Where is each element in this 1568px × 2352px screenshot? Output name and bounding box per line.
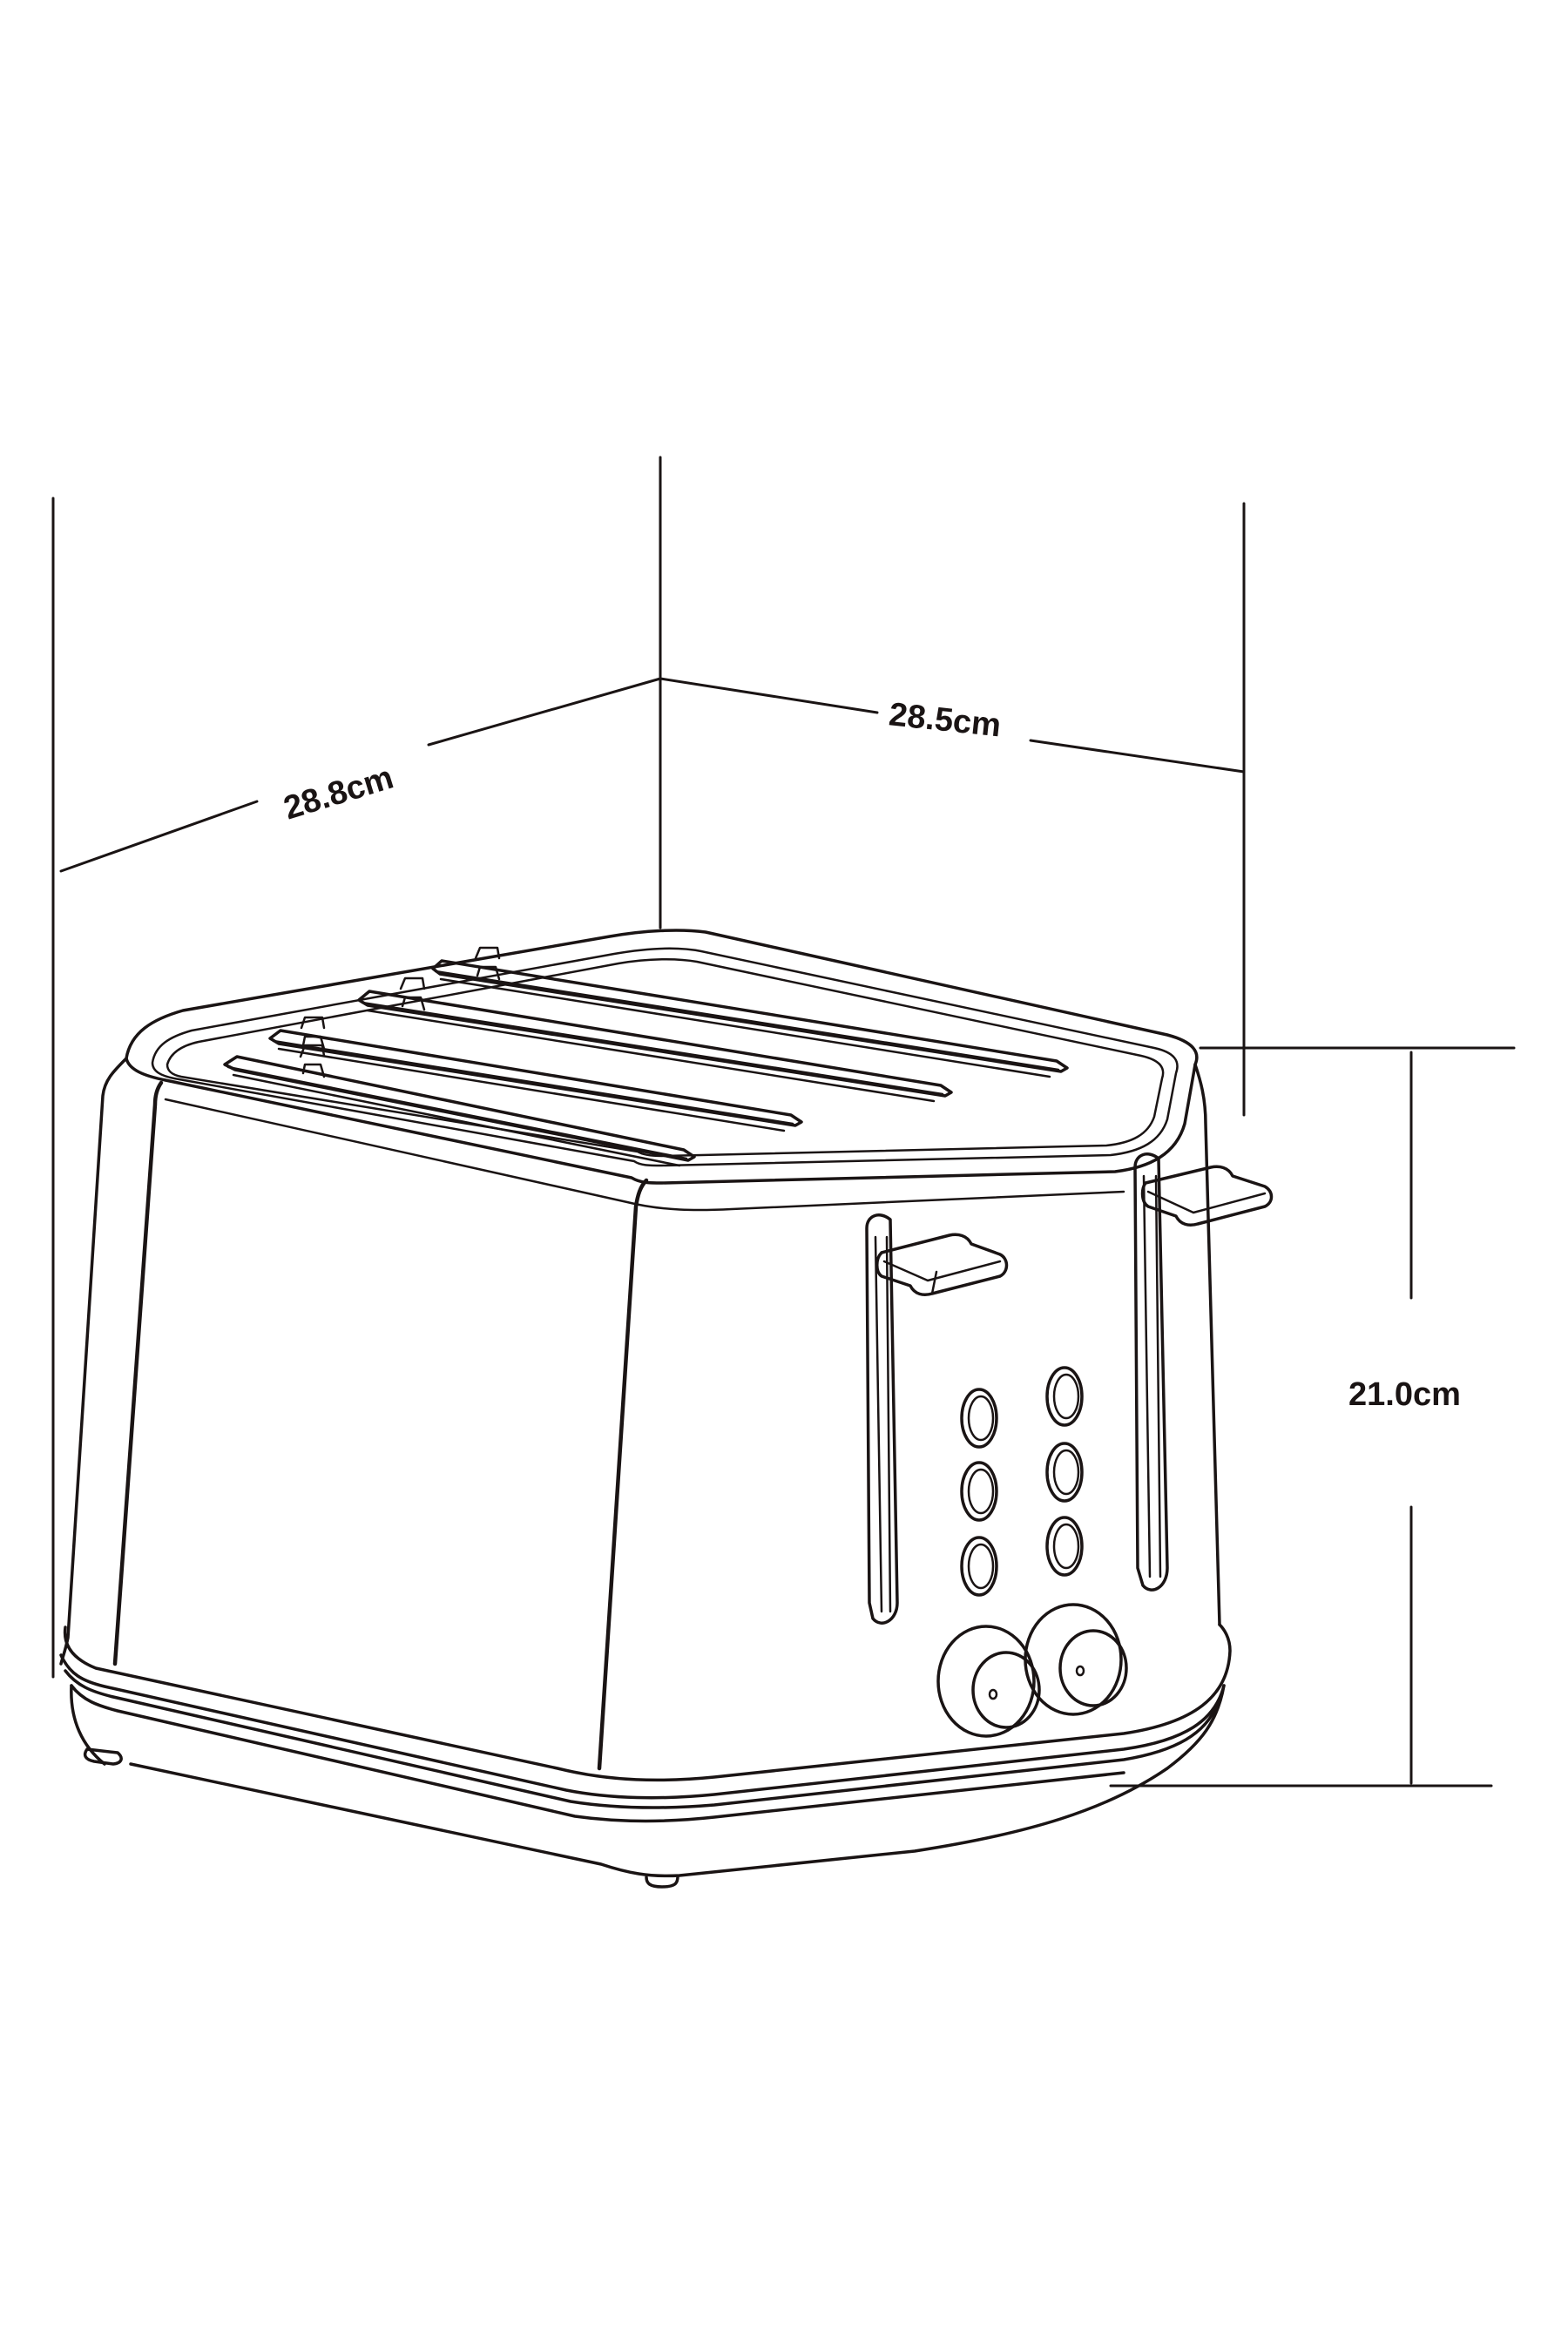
top-rim-inner (151, 947, 1179, 1167)
width-dimension-line-a (659, 677, 879, 714)
base-band-1 (63, 1623, 1232, 1782)
width-label: 28.5cm (887, 696, 1003, 744)
browning-knob-right (1024, 1603, 1128, 1716)
base-band-2 (59, 1653, 1226, 1800)
bread-slot-1 (223, 1044, 696, 1167)
front-left-seam (112, 1080, 164, 1666)
body-right-edge (1193, 1063, 1221, 1626)
function-buttons (960, 1366, 1084, 1597)
base-band-4 (70, 1684, 1125, 1823)
button-6 (1045, 1516, 1084, 1577)
browning-knob-left (936, 1625, 1041, 1738)
base-band-3 (64, 1669, 1220, 1809)
button-4 (1045, 1366, 1084, 1427)
button-1 (960, 1388, 998, 1449)
center-seam (597, 1178, 649, 1771)
dimension-lines (51, 456, 1516, 1788)
width-dimension-line-b (1029, 739, 1246, 774)
bread-slot-3 (357, 977, 953, 1103)
foot-left (83, 1747, 123, 1766)
dimension-labels: 28.8cm 28.5cm 21.0cm (280, 696, 1461, 1413)
slot-lever-1 (865, 1213, 1009, 1625)
height-label: 21.0cm (1348, 1376, 1461, 1413)
bread-slot-4 (431, 946, 1069, 1078)
button-3 (960, 1536, 998, 1597)
depth-dimension-line-b (427, 677, 662, 747)
depth-label: 28.8cm (280, 760, 398, 828)
slot-lever-2 (1133, 1152, 1274, 1592)
foot-center (645, 1875, 679, 1889)
body-left-edge (59, 1057, 128, 1666)
button-2 (960, 1461, 998, 1522)
button-5 (1045, 1442, 1084, 1503)
bread-slot-2 (268, 1016, 803, 1132)
toaster (59, 929, 1274, 1889)
front-top-edge (164, 1098, 1125, 1212)
base-bottom (70, 1684, 1226, 1878)
depth-dimension-line-a (59, 800, 259, 873)
